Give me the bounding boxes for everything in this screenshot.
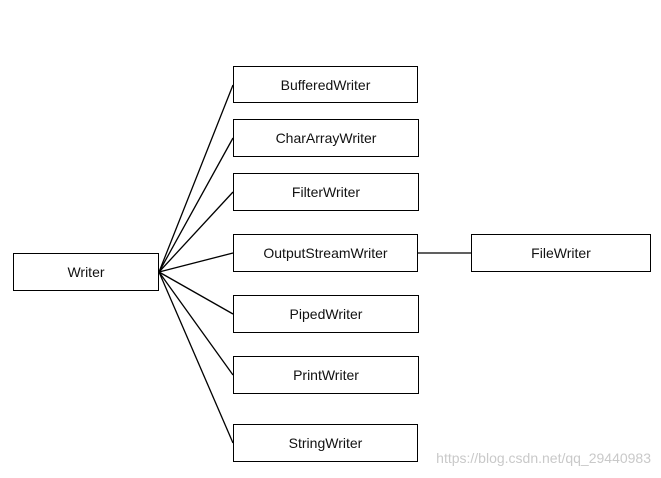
edge-writer-chararraywriter	[158, 137, 234, 273]
writer-label: Writer	[67, 264, 105, 280]
watermark-text: https://blog.csdn.net/qq_29440983	[436, 450, 651, 466]
outputstreamwriter-label: OutputStreamWriter	[263, 245, 388, 261]
edge-writer-stringwriter	[158, 271, 234, 444]
filterwriter-label: FilterWriter	[291, 184, 361, 200]
stringwriter-label: StringWriter	[288, 435, 363, 451]
filewriter-node: FileWriter	[471, 234, 651, 272]
printwriter-label: PrintWriter	[293, 367, 359, 383]
edge-writer-pipedwriter	[158, 271, 234, 315]
pipedwriter-label: PipedWriter	[289, 306, 363, 322]
edge-writer-printwriter	[158, 271, 234, 376]
filterwriter-node: FilterWriter	[233, 173, 419, 211]
writer-node: Writer	[13, 253, 159, 291]
filewriter-label: FileWriter	[531, 245, 591, 261]
edge-writer-filterwriter	[158, 191, 234, 273]
chararraywriter-node: CharArrayWriter	[233, 119, 419, 157]
edge-writer-outputstreamwriter	[158, 252, 234, 273]
outputstreamwriter-node: OutputStreamWriter	[233, 234, 418, 272]
stringwriter-node: StringWriter	[233, 424, 418, 462]
bufferedwriter-node: BufferedWriter	[233, 66, 418, 103]
printwriter-node: PrintWriter	[233, 356, 419, 394]
bufferedwriter-label: BufferedWriter	[280, 76, 371, 93]
chararraywriter-label: CharArrayWriter	[275, 130, 377, 146]
pipedwriter-node: PipedWriter	[233, 295, 419, 333]
edge-writer-bufferedwriter	[158, 84, 234, 273]
